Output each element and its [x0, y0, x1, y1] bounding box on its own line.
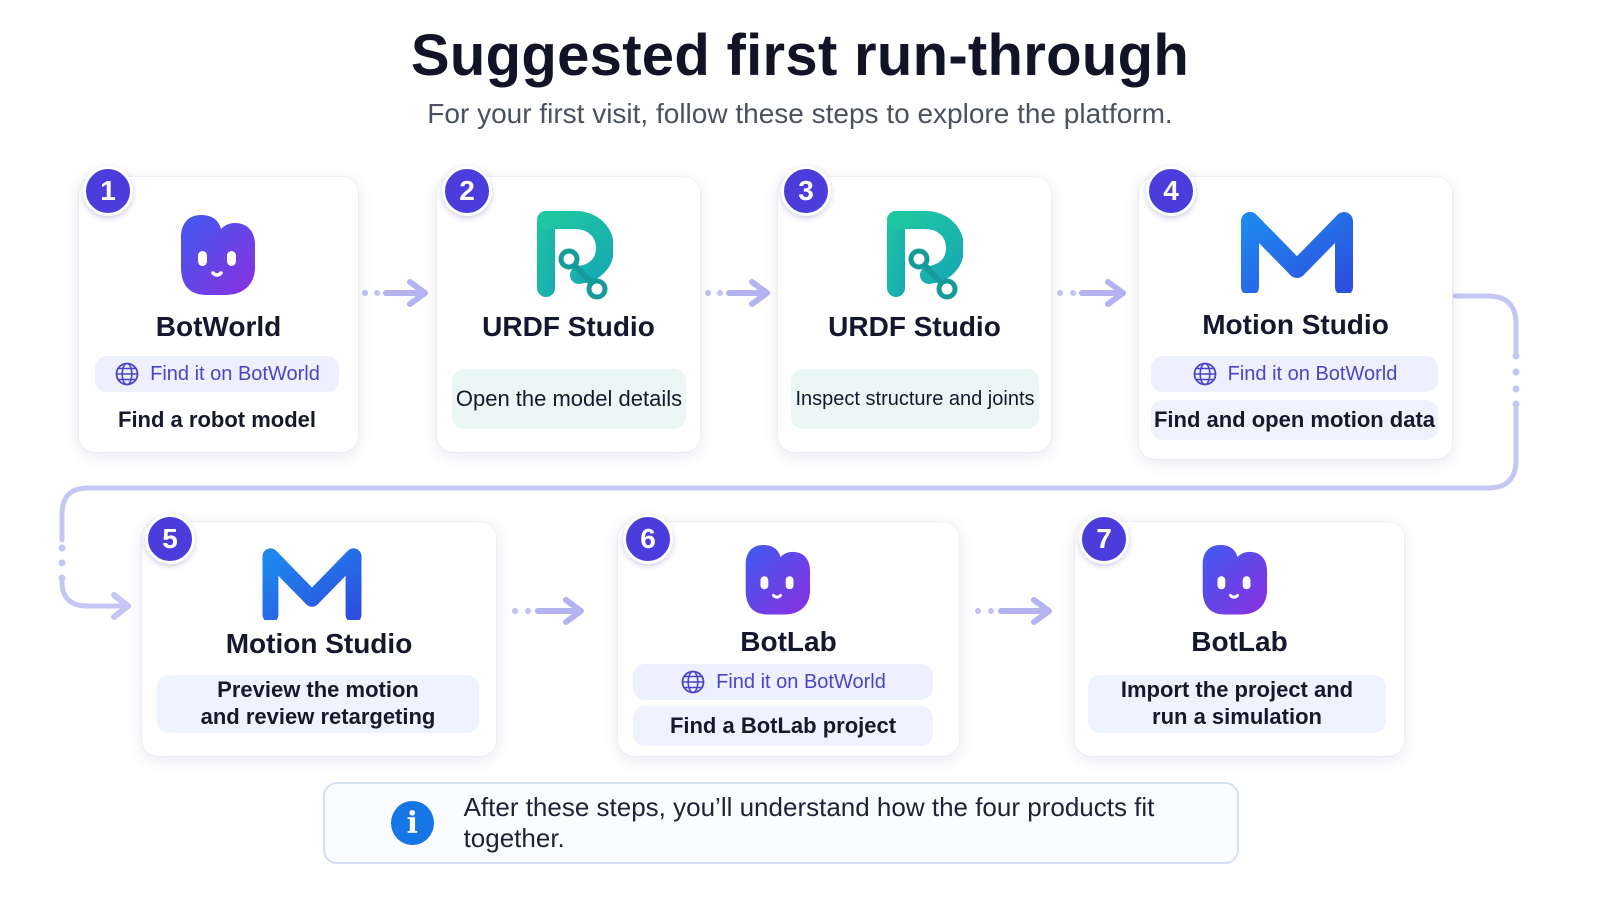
- step-4-product-name: Motion Studio: [1202, 309, 1389, 340]
- step-badge-6: 6: [623, 514, 673, 564]
- arrow-6-7: [975, 597, 1052, 625]
- step-badge-7: 7: [1079, 514, 1129, 564]
- arrow-5-6: [512, 597, 584, 625]
- urdf-studio-icon: [537, 211, 613, 300]
- step-5-product-name: Motion Studio: [225, 628, 413, 659]
- step-4-find-link[interactable]: Find it on BotWorld: [1151, 356, 1438, 392]
- urdf-studio-icon: [887, 211, 963, 300]
- motion-studio-icon: [262, 548, 362, 620]
- step-2-action: Open the model details: [452, 369, 686, 429]
- arrow-3-4: [1057, 279, 1126, 307]
- find-link-label: Find it on BotWorld: [150, 362, 320, 385]
- page-subtitle: For your first visit, follow these steps…: [427, 98, 1173, 129]
- globe-icon: [1193, 362, 1217, 386]
- step-5-action: Preview the motion and review retargetin…: [157, 675, 479, 733]
- arrow-wrap-4-5: [59, 293, 1519, 620]
- globe-icon: [115, 362, 139, 386]
- step-card-7: BotLab Import the project and run a simu…: [1075, 522, 1404, 756]
- step-1-find-link[interactable]: Find it on BotWorld: [95, 356, 339, 392]
- step-badge-3: 3: [781, 166, 831, 216]
- step-card-2: URDF Studio Open the model details: [437, 177, 700, 452]
- botworld-icon: [181, 215, 255, 295]
- botlab-icon: [1202, 544, 1268, 615]
- step-badge-1: 1: [83, 166, 133, 216]
- step-7-action: Import the project and run a simulation: [1088, 675, 1386, 733]
- info-banner: i After these steps, you’ll understand h…: [323, 782, 1239, 864]
- botlab-icon: [745, 544, 811, 615]
- step-1-action: Find a robot model: [118, 406, 316, 432]
- step-card-6: BotLab Find it on BotWorld Find a BotLab…: [618, 522, 959, 756]
- find-link-label: Find it on BotWorld: [1227, 362, 1398, 385]
- step-card-1: BotWorld Find it on BotWorld Find a robo…: [79, 177, 358, 452]
- arrow-2-3: [705, 279, 770, 307]
- step-7-product-name: BotLab: [1191, 626, 1288, 657]
- step-1-product-name: BotWorld: [155, 311, 282, 342]
- globe-icon: [681, 670, 705, 694]
- step-4-action: Find and open motion data: [1151, 400, 1438, 440]
- step-badge-2: 2: [442, 166, 492, 216]
- page-title: Suggested first run-through: [410, 23, 1190, 88]
- step-card-5: Motion Studio Preview the motion and rev…: [142, 522, 496, 756]
- step-6-action: Find a BotLab project: [633, 706, 933, 746]
- step-3-action: Inspect structure and joints: [791, 369, 1039, 429]
- wrap-dots: [58, 352, 1520, 582]
- motion-studio-icon: [1241, 212, 1353, 293]
- step-card-4: Motion Studio Find it on BotWorld Find a…: [1139, 177, 1452, 459]
- step-card-3: URDF Studio Inspect structure and joints: [778, 177, 1051, 452]
- info-text: After these steps, you’ll understand how…: [463, 792, 1155, 853]
- step-2-product-name: URDF Studio: [482, 311, 655, 342]
- info-icon: i: [391, 801, 434, 845]
- find-link-label: Find it on BotWorld: [716, 670, 886, 693]
- step-6-product-name: BotLab: [740, 626, 837, 657]
- step-badge-4: 4: [1146, 166, 1196, 216]
- step-6-find-link[interactable]: Find it on BotWorld: [633, 664, 933, 700]
- step-badge-5: 5: [145, 514, 195, 564]
- arrow-1-2: [362, 279, 428, 307]
- step-3-product-name: URDF Studio: [828, 311, 1001, 342]
